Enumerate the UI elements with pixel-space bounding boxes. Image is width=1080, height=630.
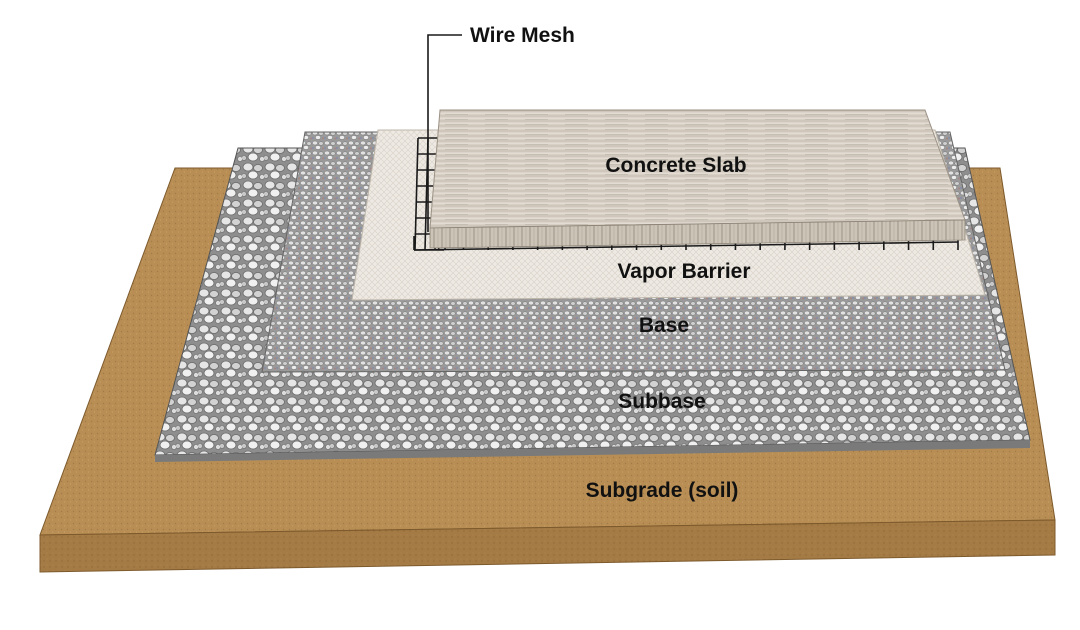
subbase-front [155, 440, 1030, 462]
wire-mesh-strand [413, 241, 959, 251]
wire-mesh-label: Wire Mesh [470, 24, 575, 47]
wire-mesh-strand [414, 137, 419, 251]
wire-mesh-leader-line [427, 34, 462, 232]
concrete-slab-layer [429, 109, 966, 249]
vapor-barrier-label: Vapor Barrier [617, 260, 750, 283]
subgrade-label: Subgrade (soil) [586, 479, 739, 502]
subgrade-front [39, 519, 1056, 573]
subbase-label: Subbase [618, 390, 706, 413]
concrete-slab-front [429, 219, 966, 249]
concrete-slab-label: Concrete Slab [605, 154, 746, 177]
base-label: Base [639, 314, 689, 337]
